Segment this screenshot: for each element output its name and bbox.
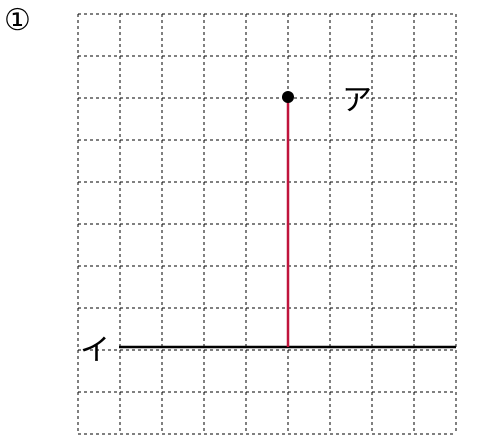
point-a-label: ア [342,83,372,118]
dashed-grid [77,13,457,435]
problem-number: ① [4,3,31,38]
point-a-dot [282,91,294,103]
point-i-label: イ [80,333,110,368]
